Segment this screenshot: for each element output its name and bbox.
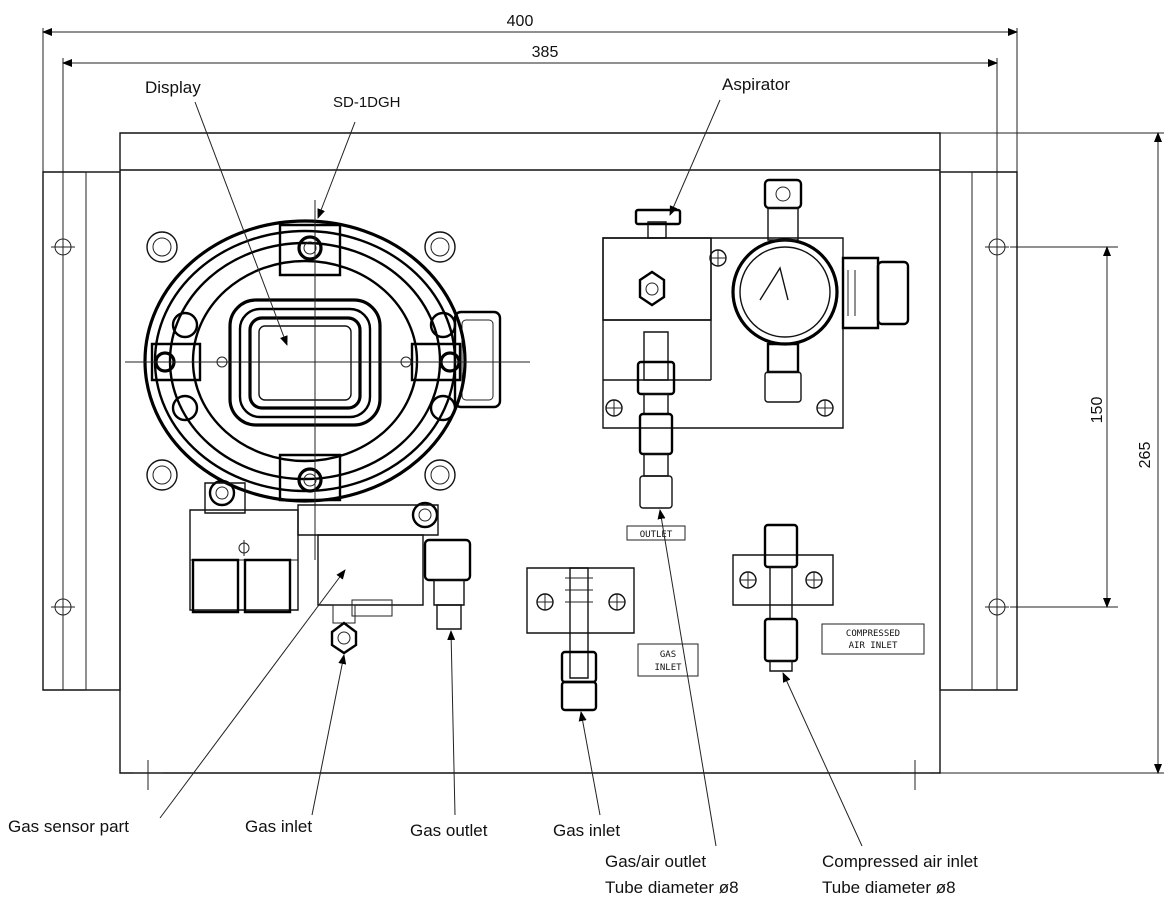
compressed-air-plate-line1: COMPRESSED	[846, 629, 900, 639]
compressed-air-plate: COMPRESSED AIR INLET	[822, 624, 924, 654]
label-gas-air-outlet-line2: Tube diameter ø8	[605, 878, 739, 897]
compressed-air-plate-line2: AIR INLET	[849, 641, 898, 651]
gas-inlet-plate: GAS INLET	[638, 644, 698, 676]
dimension-400: 400	[42, 13, 1018, 690]
dimension-265: 265	[940, 132, 1164, 774]
outlet-plate: OUTLET	[627, 526, 685, 540]
label-gas-inlet-center: Gas inlet	[553, 821, 620, 840]
gas-sensor-part-body	[298, 505, 438, 653]
label-compressed-air-inlet-line1: Compressed air inlet	[822, 852, 978, 871]
outlet-plate-text: OUTLET	[640, 530, 673, 540]
mounting-hole-top-left	[51, 235, 75, 259]
label-gas-inlet-left: Gas inlet	[245, 817, 312, 836]
dim-265-text: 265	[1137, 442, 1154, 469]
gas-inlet-plate-line1: GAS	[660, 650, 676, 660]
gas-outlet-fitting	[425, 540, 470, 629]
mounting-hole-bottom-right	[985, 595, 1009, 619]
label-display: Display	[145, 78, 201, 97]
dim-385-text: 385	[532, 44, 559, 61]
label-compressed-air-inlet-line2: Tube diameter ø8	[822, 878, 956, 897]
label-gas-outlet: Gas outlet	[410, 821, 488, 840]
dimension-150: 150	[1010, 246, 1118, 608]
mounting-hole-top-right	[985, 235, 1009, 259]
sd-1dgh-detector	[125, 200, 530, 560]
label-gas-air-outlet-line1: Gas/air outlet	[605, 852, 706, 871]
aspirator-assembly	[603, 180, 908, 428]
leader-lines	[160, 100, 862, 846]
dimension-385: 385	[62, 44, 998, 690]
dim-150-text: 150	[1089, 397, 1106, 424]
label-gas-sensor-part: Gas sensor part	[8, 817, 129, 836]
junction-box	[190, 510, 298, 612]
mounting-plate	[43, 133, 1017, 790]
gas-inlet-center-assembly	[527, 568, 634, 710]
gas-air-outlet-fitting	[638, 332, 674, 508]
compressed-air-inlet-assembly	[733, 525, 833, 671]
dim-400-text: 400	[507, 13, 534, 30]
mounting-hole-bottom-left	[51, 595, 75, 619]
gas-inlet-plate-line2: INLET	[654, 663, 682, 673]
label-model: SD-1DGH	[333, 94, 401, 111]
label-aspirator: Aspirator	[722, 75, 790, 94]
